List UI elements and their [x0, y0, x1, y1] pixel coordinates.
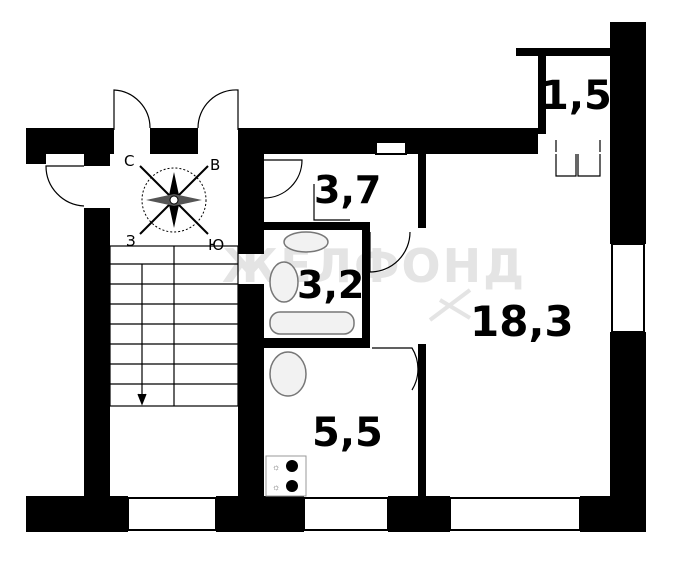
- sink-fixture: [283, 231, 329, 253]
- windows: [127, 243, 645, 531]
- room-area-kitchen: 5,5: [312, 410, 383, 456]
- inner-walls: [238, 141, 426, 502]
- doors: [45, 89, 601, 391]
- watermark-text: ЖЕЛФОНД: [222, 239, 526, 293]
- staircase: [109, 245, 239, 407]
- compass-south-label: Ю: [208, 236, 224, 254]
- svg-text:☼: ☼: [272, 482, 280, 492]
- bathtub-fixture: [269, 311, 355, 335]
- room-area-balcony: 1,5: [541, 73, 612, 119]
- room-area-bathroom: 3,2: [297, 263, 364, 307]
- room-area-living-room: 18,3: [470, 297, 574, 346]
- watermark-logo: [428, 288, 472, 322]
- room-area-corridor: 3,7: [314, 168, 381, 212]
- compass-north-label: С: [124, 152, 134, 170]
- svg-text:☼: ☼: [272, 462, 280, 472]
- stove: ☼ ☼: [265, 455, 307, 497]
- compass-east-label: В: [210, 156, 220, 174]
- outer-walls: [26, 22, 646, 532]
- bathroom-fixtures: [269, 231, 355, 397]
- kitchen-sink-fixture: [269, 351, 307, 397]
- compass-west-label: З: [126, 232, 136, 250]
- compass-rose: [139, 165, 209, 235]
- toilet-fixture: [269, 261, 299, 303]
